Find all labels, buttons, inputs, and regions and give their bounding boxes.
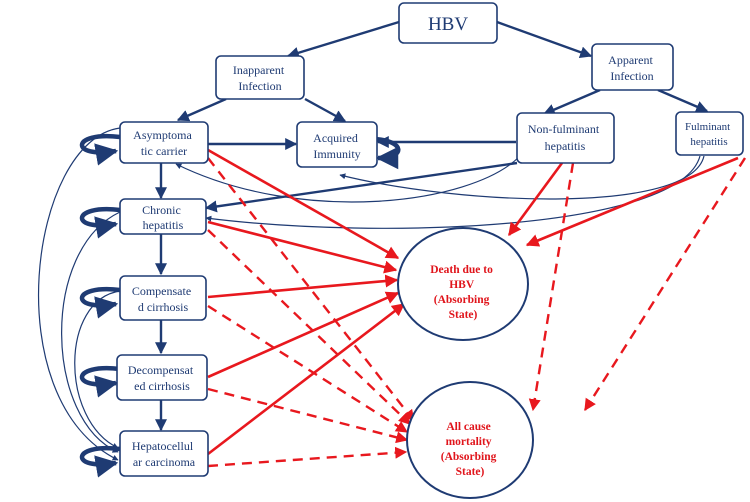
label-acquired: Acquired Immunity — [313, 131, 361, 161]
arrow-hbv-to-apparent — [496, 20, 593, 58]
death-hbv-transitions — [207, 148, 739, 456]
arrow-chronic-to-hcc-curve — [61, 211, 121, 453]
label-inapparent: Inapparent Infection — [233, 63, 287, 93]
self-loop-decompensated — [79, 365, 121, 398]
self-loops — [79, 133, 401, 478]
label-asymptomatic: Asymptoma tic carrier — [133, 128, 195, 158]
label-compensated: Compensate d cirrhosis — [132, 284, 194, 314]
arrow-asymptomatic-to-allcause — [207, 157, 415, 422]
ellipse-all-cause — [406, 381, 534, 499]
box-compensated — [119, 275, 207, 321]
arrow-nonfulminant-to-asymptomatic-curve — [175, 156, 520, 203]
all-cause-transitions — [207, 157, 747, 468]
box-acquired — [296, 121, 378, 168]
box-apparent — [591, 43, 674, 91]
box-hbv — [398, 2, 498, 44]
arrow-apparent-to-nonfulminant — [542, 88, 601, 116]
box-hcc — [119, 430, 209, 477]
arrow-decompensated-to-death — [207, 291, 400, 379]
arrow-fulminant-to-allcause — [583, 157, 747, 412]
arrow-decompensated-to-allcause — [207, 387, 409, 444]
label-decompensated: Decompensat ed cirrhosis — [128, 363, 196, 393]
self-loop-chronic — [79, 206, 121, 239]
arrow-asymptomatic-to-hcc-curve — [38, 127, 121, 461]
arrow-inapparent-to-acquired — [304, 97, 347, 123]
navy-transitions — [155, 20, 709, 432]
arrow-asymptomatic-to-death — [207, 148, 400, 260]
absorbing-state-labels: Death due to HBV (Absorbing State) All c… — [430, 264, 499, 478]
box-inapparent — [215, 55, 305, 100]
label-fulminant: Fulminant hepatitis — [685, 121, 733, 148]
label-hcc: Hepatocellul ar carcinoma — [132, 439, 196, 469]
arrow-nonfulminant-to-chronic — [204, 161, 518, 213]
arrow-nonfulminant-to-death — [507, 162, 564, 237]
arrow-inapparent-to-asymptomatic — [176, 97, 227, 122]
arrow-hbv-to-inapparent — [286, 20, 400, 59]
absorbing-state-shapes — [397, 227, 534, 499]
arrow-compensated-to-allcause — [207, 304, 409, 434]
self-loop-asymptomatic — [79, 133, 121, 166]
label-chronic: Chronic hepatitis — [142, 203, 184, 232]
arrow-chronic-to-allcause — [207, 229, 411, 425]
box-chronic — [119, 198, 207, 235]
arrow-chronic-to-death — [207, 220, 398, 274]
state-boxes — [116, 2, 744, 477]
arrow-fulminant-to-acquired-curve — [339, 155, 705, 200]
arrow-nonfulminant-to-allcause — [528, 162, 575, 412]
self-loop-compensated — [79, 286, 121, 319]
arrow-hcc-to-death — [207, 302, 406, 456]
label-all-cause: All cause mortality (Absorbing State) — [441, 421, 499, 478]
arrow-fulminant-to-death — [525, 156, 739, 247]
label-apparent: Apparent Infection — [608, 53, 656, 83]
arrow-hcc-to-allcause — [207, 446, 408, 468]
label-nonfulminant: Non-fulminant hepatitis — [528, 122, 602, 153]
self-loop-acquired — [374, 136, 401, 170]
box-nonfulminant — [516, 112, 615, 164]
box-fulminant — [675, 111, 744, 156]
arrow-compensated-to-death — [207, 274, 399, 299]
box-decompensated — [116, 354, 208, 401]
label-death-hbv: Death due to HBV (Absorbing State) — [430, 264, 496, 321]
arrow-apparent-to-fulminant — [657, 88, 709, 113]
label-hbv: HBV — [428, 14, 468, 35]
node-labels: HBV Inapparent Infection Apparent Infect… — [128, 14, 733, 469]
ellipse-death-hbv — [397, 227, 529, 341]
self-loop-hcc — [79, 445, 121, 478]
box-asymptomatic — [119, 121, 209, 164]
